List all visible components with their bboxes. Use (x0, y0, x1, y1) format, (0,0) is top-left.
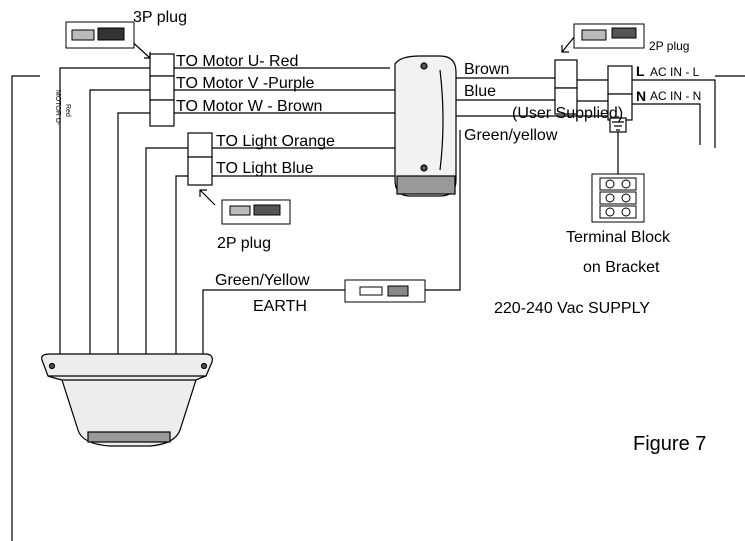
ac-in-n-label: AC IN - N (650, 89, 702, 103)
plug-icon-2p-bottom (221, 199, 291, 225)
wire-down-4 (145, 147, 188, 356)
ac-in-l-label: AC IN - L (650, 65, 700, 79)
motor-w-label: TO Motor W - Brown (176, 98, 323, 115)
ground-symbol-icon (612, 121, 624, 131)
arrow-2p-plug (199, 189, 216, 206)
figure-caption: Figure 7 (633, 433, 707, 455)
plug-2p-bottom-label: 2P plug (217, 235, 271, 252)
motor-u-label: TO Motor U- Red (176, 53, 299, 70)
supply-label: 220-240 Vac SUPPLY (494, 300, 650, 317)
earth-label: EARTH (253, 298, 307, 315)
arrow-2p-head (199, 189, 207, 197)
arrow-top-2p (561, 35, 576, 53)
green-yellow-right-label: Green/yellow (464, 127, 558, 144)
wire-down-2 (89, 89, 150, 356)
wire-down-3 (117, 112, 150, 356)
plug-3p-block-u (149, 53, 175, 77)
wire-down-5 (175, 175, 188, 356)
wire-earth-left (202, 289, 345, 356)
plug-2p-top-label: 2P plug (649, 39, 690, 53)
motor-v-label: TO Motor V -Purple (176, 75, 315, 92)
plug-3p-block-w (149, 99, 175, 127)
wire-ac-l (632, 79, 716, 148)
wire-ac-n (632, 103, 701, 145)
vertical-label-1: MOTOR U- (54, 90, 61, 126)
connector-right-bottom (607, 93, 633, 121)
blue-wire-label: Blue (464, 83, 497, 100)
n-mark: N (636, 88, 647, 104)
light-blue-label: TO Light Blue (216, 160, 314, 177)
frame-left-line (11, 75, 40, 541)
controller-box-icon (394, 55, 457, 197)
plug-3p-label: 3P plug (133, 9, 187, 26)
arrow-top-2p-head (561, 45, 569, 53)
arrow-3p-head (144, 52, 151, 59)
fan-canopy-icon (41, 353, 213, 447)
connector-left-top (554, 59, 578, 89)
on-bracket-label: on Bracket (583, 259, 660, 276)
connector-right-top (607, 65, 633, 95)
user-supplied-label: (User Supplied) (512, 105, 624, 122)
plug-3p-block-v (149, 75, 175, 101)
l-mark: L (636, 63, 645, 79)
earth-connector-icon (344, 279, 426, 303)
terminal-block-icon (591, 173, 645, 223)
plug-icon-2p-top (573, 23, 645, 49)
vertical-label-2: Red (64, 104, 71, 117)
light-orange-label: TO Light Orange (216, 133, 335, 150)
plug-icon-3p (65, 21, 135, 49)
wire-down-1 (59, 67, 150, 356)
brown-wire-label: Brown (464, 61, 510, 78)
green-yellow-left-label: Green/Yellow (215, 272, 310, 289)
wire-earth-right (425, 130, 461, 291)
plug-2p-block-orange (187, 132, 213, 158)
plug-2p-block-blue (187, 156, 213, 186)
terminal-block-label: Terminal Block (566, 229, 671, 246)
